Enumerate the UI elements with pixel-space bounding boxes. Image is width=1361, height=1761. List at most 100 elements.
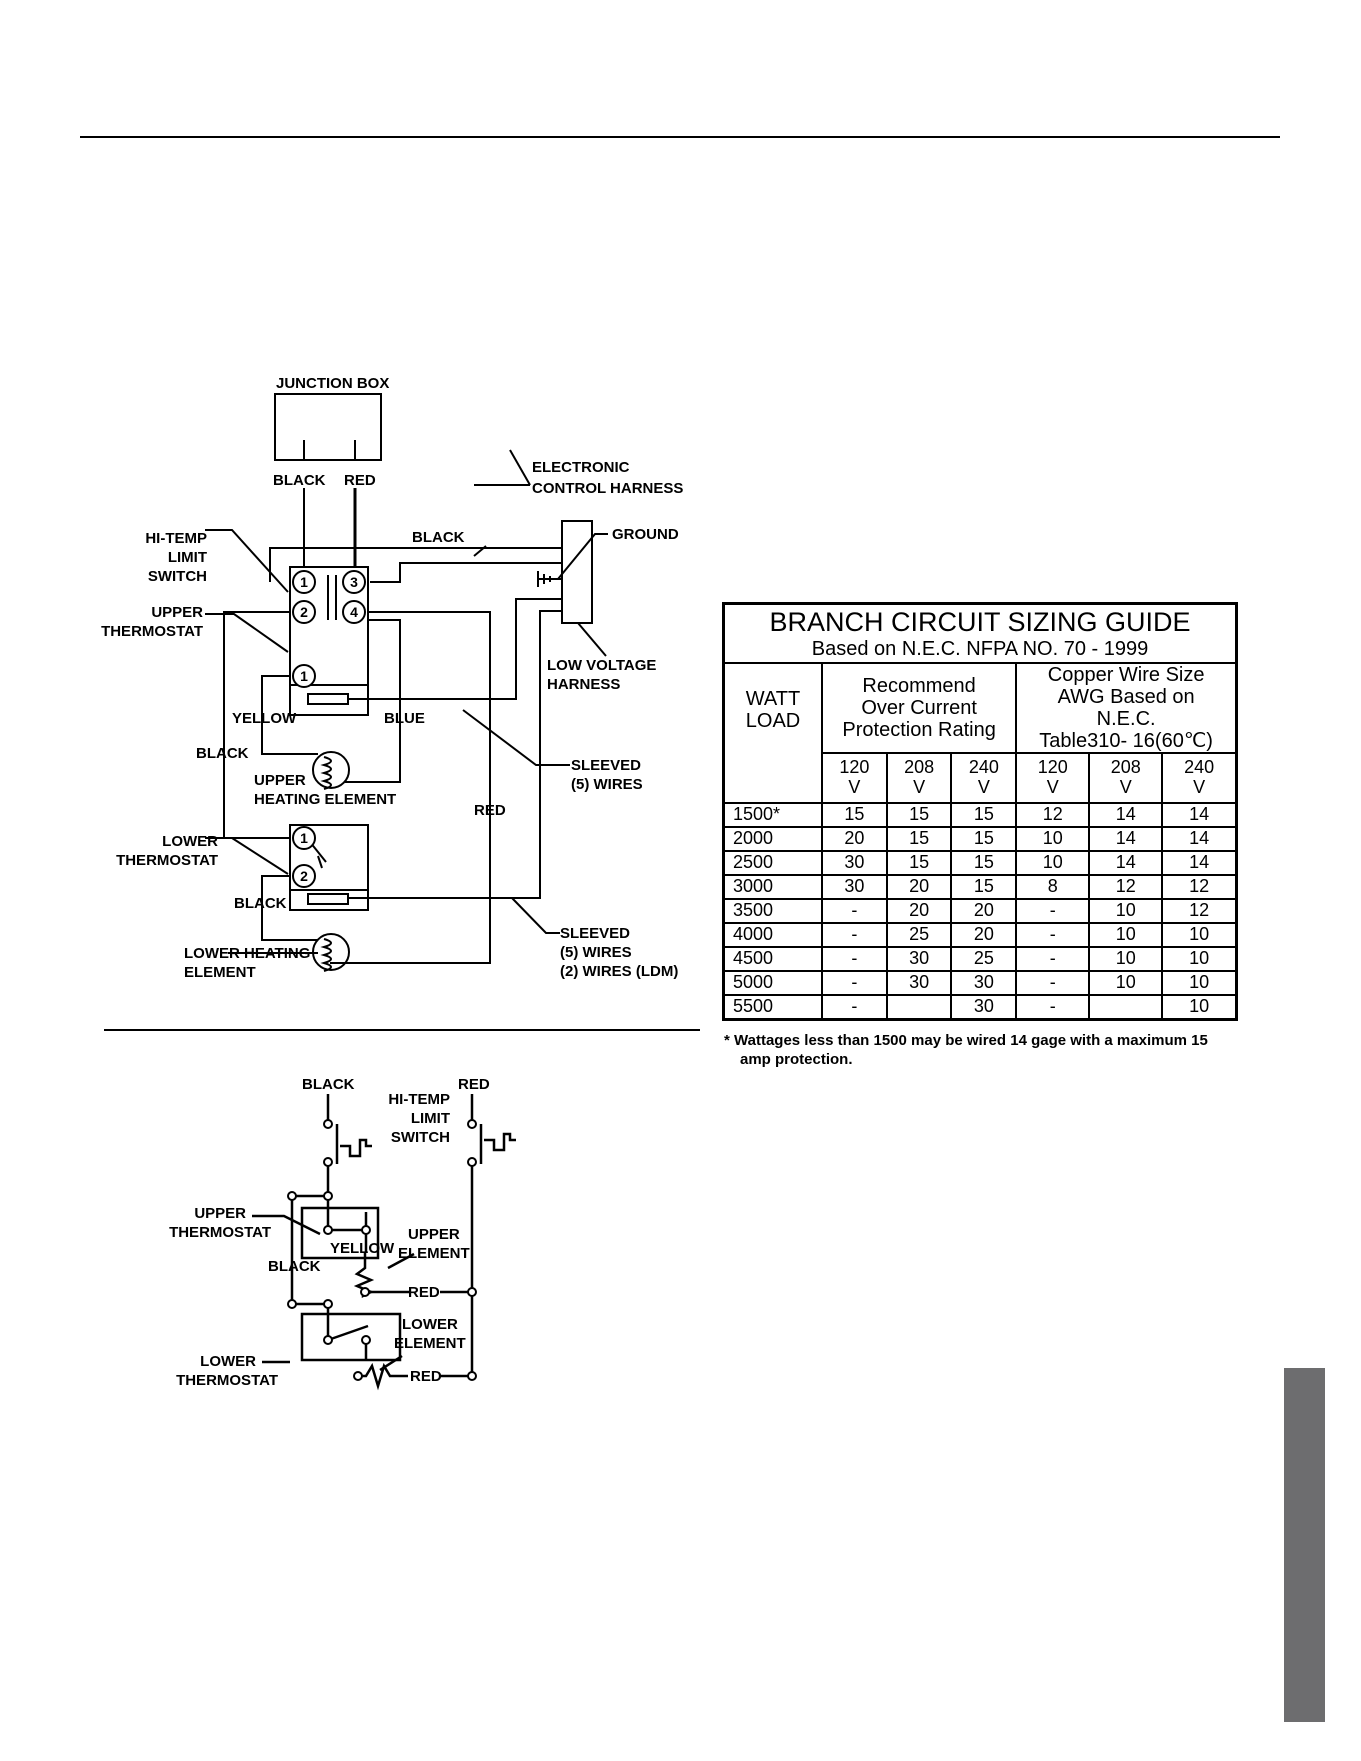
ocp-header: Recommend Over Current Protection Rating xyxy=(820,661,1018,754)
watt-load-header: WATT LOAD xyxy=(722,661,823,804)
table-cell: 14 xyxy=(1161,825,1238,852)
schematic xyxy=(252,1094,516,1391)
table-cell: 30 xyxy=(950,969,1018,996)
table-cell: 20 xyxy=(821,825,888,852)
table-cell: 20 xyxy=(885,897,953,924)
sch-upper-thermostat-2: THERMOSTAT xyxy=(169,1224,271,1241)
sleeved-label-1b: (5) WIRES xyxy=(571,776,643,793)
volt-value: 120 xyxy=(1037,756,1068,777)
table-cell: 15 xyxy=(950,825,1018,852)
upper-heating-label-1: UPPER xyxy=(254,772,306,789)
wire-size-header: Copper Wire Size AWG Based on N.E.C. Tab… xyxy=(1015,661,1238,754)
table-cell: - xyxy=(821,921,888,948)
terminal-label: 2 xyxy=(300,604,308,620)
sch-upper-element-2: ELEMENT xyxy=(398,1245,470,1262)
terminal-label: 4 xyxy=(350,604,358,620)
table-cell: 30 xyxy=(821,873,888,900)
table-cell: 12 xyxy=(1161,873,1238,900)
terminal-lower-1 xyxy=(292,826,316,850)
watt-load-cell: 2500 xyxy=(722,849,823,876)
sch-lower-element-2: ELEMENT xyxy=(394,1335,466,1352)
sch-lower-thermostat-1: LOWER xyxy=(200,1353,256,1370)
volt-unit: V xyxy=(977,776,990,797)
red-long-label: RED xyxy=(474,802,506,819)
black-lower-label: BLACK xyxy=(234,895,287,912)
table-cell: 10 xyxy=(1161,921,1238,948)
sch-red-label: RED xyxy=(458,1076,490,1093)
table-title: BRANCH CIRCUIT SIZING GUIDE xyxy=(769,607,1191,637)
volt-value: 208 xyxy=(1110,756,1141,777)
yellow-label: YELLOW xyxy=(232,710,297,727)
table-cell: 14 xyxy=(1088,849,1164,876)
lower-heating-label-1: LOWER HEATING xyxy=(184,945,310,962)
table-cell: 10 xyxy=(1161,993,1238,1021)
terminal-label: 2 xyxy=(300,868,308,884)
sch-hitemp-2: LIMIT xyxy=(411,1110,450,1127)
ocp-header-line: Protection Rating xyxy=(842,718,996,741)
hi-temp-label-3: SWITCH xyxy=(148,568,207,585)
table-title-cell: BRANCH CIRCUIT SIZING GUIDE Based on N.E… xyxy=(722,602,1238,664)
watt-load-cell: 5500 xyxy=(722,993,823,1021)
volt-value: 208 xyxy=(904,756,935,777)
upper-thermostat-body xyxy=(289,566,369,716)
watt-load-cell: 2000 xyxy=(722,825,823,852)
terminal-label: 3 xyxy=(350,574,358,590)
upper-heating-label-2: HEATING ELEMENT xyxy=(254,791,396,808)
table-cell: - xyxy=(1015,897,1091,924)
lower-thermostat-body xyxy=(289,824,369,911)
sch-upper-thermostat-1: UPPER xyxy=(194,1205,246,1222)
load-header-line: LOAD xyxy=(745,709,801,732)
terminal-2 xyxy=(292,600,316,624)
table-cell: - xyxy=(821,969,888,996)
volt-unit: V xyxy=(848,776,861,797)
table-cell: 20 xyxy=(950,897,1018,924)
branch-circuit-table: BRANCH CIRCUIT SIZING GUIDE Based on N.E… xyxy=(722,602,1238,1021)
table-cell: - xyxy=(1015,921,1091,948)
volt-unit: V xyxy=(1046,776,1059,797)
terminal-label: 1 xyxy=(300,668,308,684)
sch-black2-label: BLACK xyxy=(268,1258,321,1275)
sch-hitemp-3: SWITCH xyxy=(391,1129,450,1146)
table-cell: 30 xyxy=(885,969,953,996)
table-cell: 20 xyxy=(885,873,953,900)
wire-header-line: AWG Based on xyxy=(1057,685,1195,708)
table-cell: - xyxy=(1015,969,1091,996)
table-cell: - xyxy=(1015,993,1091,1021)
upper-thermostat-label-1: UPPER xyxy=(151,604,203,621)
table-cell: 25 xyxy=(885,921,953,948)
ocp-header-line: Over Current xyxy=(861,696,977,719)
lower-thermostat-label-1: LOWER xyxy=(162,833,218,850)
table-cell xyxy=(885,993,953,1021)
junction-box xyxy=(274,393,382,461)
sleeved-label-2c: (2) WIRES (LDM) xyxy=(560,963,678,980)
wire-header-line: Table310- 16(60℃) xyxy=(1039,729,1213,752)
terminal-label: 1 xyxy=(300,574,308,590)
table-cell: - xyxy=(821,897,888,924)
table-cell: 10 xyxy=(1015,825,1091,852)
sch-lower-element-1: LOWER xyxy=(402,1316,458,1333)
table-cell: 15 xyxy=(950,801,1018,828)
table-row: 5500-30-10 xyxy=(722,993,1238,1021)
ech-label-1: ELECTRONIC xyxy=(532,459,630,476)
terminal-4 xyxy=(342,600,366,624)
watt-load-cell: 4000 xyxy=(722,921,823,948)
table-cell: 25 xyxy=(950,945,1018,972)
table-cell: 12 xyxy=(1088,873,1164,900)
black-left-label: BLACK xyxy=(196,745,249,762)
lower-thermostat-label-2: THERMOSTAT xyxy=(116,852,218,869)
sleeved-label-2b: (5) WIRES xyxy=(560,944,632,961)
watt-load-cell: 3500 xyxy=(722,897,823,924)
junction-box-label: JUNCTION BOX xyxy=(276,375,389,392)
ech-label-2: CONTROL HARNESS xyxy=(532,480,683,497)
wire-header-line: Copper Wire Size xyxy=(1047,663,1205,686)
